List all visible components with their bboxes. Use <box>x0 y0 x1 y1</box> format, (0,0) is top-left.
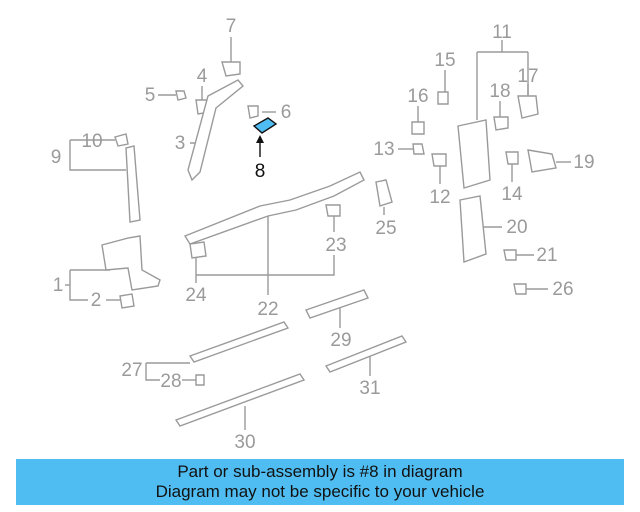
callout-4: 4 <box>197 66 208 87</box>
callout-22: 22 <box>257 299 278 320</box>
callout-1: 1 <box>53 275 64 296</box>
leader-lines <box>65 37 571 430</box>
callout-21: 21 <box>536 245 557 266</box>
callout-13: 13 <box>373 139 394 160</box>
callout-8: 8 <box>255 161 266 182</box>
callout-16: 16 <box>407 86 428 107</box>
callout-24: 24 <box>185 285 207 306</box>
callout-labels: 7 4 5 6 3 8 10 9 1 2 11 15 16 17 18 13 1… <box>51 16 595 453</box>
parts <box>101 61 557 427</box>
callout-14: 14 <box>501 184 523 205</box>
callout-12: 12 <box>429 187 450 208</box>
callout-2: 2 <box>91 290 102 311</box>
callout-15: 15 <box>434 50 455 71</box>
callout-9: 9 <box>51 147 62 168</box>
callout-7: 7 <box>226 16 237 37</box>
callout-25: 25 <box>375 218 396 239</box>
banner-line-part: Part or sub-assembly is #8 in diagram <box>177 462 463 481</box>
callout-26: 26 <box>552 279 573 300</box>
callout-30: 30 <box>234 432 255 453</box>
callout-31: 31 <box>359 378 380 399</box>
callout-5: 5 <box>145 85 156 106</box>
callout-27: 27 <box>121 360 142 381</box>
callout-18: 18 <box>489 81 510 102</box>
callout-20: 20 <box>506 217 527 238</box>
callout-19: 19 <box>573 152 594 173</box>
parts-diagram: 7 4 5 6 3 8 10 9 1 2 11 15 16 17 18 13 1… <box>51 16 595 453</box>
callout-23: 23 <box>325 235 346 256</box>
highlighted-part-8 <box>252 117 278 134</box>
callout-3: 3 <box>175 133 186 154</box>
callout-10: 10 <box>81 131 102 152</box>
callout-6: 6 <box>281 102 292 123</box>
callout-29: 29 <box>330 330 351 351</box>
info-banner: Part or sub-assembly is #8 in diagram Di… <box>16 459 624 505</box>
callout-11: 11 <box>492 22 512 43</box>
banner-line-disclaimer: Diagram may not be specific to your vehi… <box>155 482 485 501</box>
callout-17: 17 <box>517 66 538 87</box>
callout-28: 28 <box>160 371 181 392</box>
